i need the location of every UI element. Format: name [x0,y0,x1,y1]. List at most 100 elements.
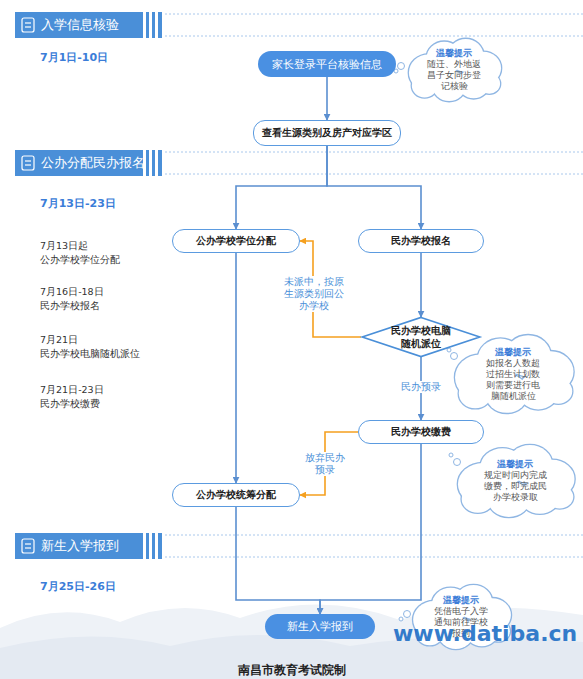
schedule-note: 7月13日起 [40,239,88,252]
section-band: 公办分配民办报名 [15,150,162,176]
document-icon-line [25,22,31,23]
node-label: 民办学校缴费 [391,425,451,439]
tip-cloud: 温馨提示如报名人数超过招生计划数则需要进行电脑随机派位 [450,334,576,414]
band-dotted-lines [165,14,583,557]
band-stripe [155,150,158,176]
document-icon-line [25,26,31,27]
flow-connector [327,146,421,229]
connector-label: 民办预录 [399,381,443,393]
document-icon-line [25,160,31,161]
document-icon-line [25,543,31,544]
section-band: 入学信息核验 [15,12,162,38]
node-label: 公办学校统筹分配 [196,488,276,502]
band-stripe [155,12,158,38]
tip-cloud: 温馨提示随迁、外地返昌子女同步登记核验 [405,38,503,102]
flow-connector [236,507,320,614]
schedule-note: 7月21日 [40,333,78,346]
process-box: 民办学校缴费 [358,420,484,444]
band-icons [22,18,34,553]
flow-connector [236,146,327,229]
tip-body: 规定时间内完成缴费，即完成民办学校录取 [482,470,548,503]
tip-bubble [449,453,453,457]
process-pill: 家长登录平台核验信息 [258,51,396,77]
schedule-note: 7月16日-18日 [40,285,104,298]
watermark: www.datiba.cn [393,627,577,640]
tip-bubble [399,617,403,621]
diamond-outline [361,317,481,357]
node-label: 入学信息核验 [41,16,119,34]
band-stripe [143,533,146,559]
tip-heading: 温馨提示 [443,595,479,606]
tip-bubble [404,611,411,618]
node-label: 公办学校学位分配 [196,234,276,248]
dotted-line [165,36,583,37]
band-stripes [143,12,158,559]
process-box: 民办学校报名 [358,229,484,253]
phase-date: 7月25日-26日 [40,580,116,593]
cloud-lobe-fill [545,379,573,404]
flow-connector [235,253,237,483]
tip-bubble [451,353,458,360]
band-stripe [155,533,158,559]
node-label: 民办学校电脑随机派位 [390,324,452,350]
connector-label: 未派中，按原生源类别回公办学校 [283,276,345,312]
node-label: 新生入学报到 [41,537,119,555]
tip-cloud: 温馨提示规定时间内完成缴费，即完成民办学校录取 [453,444,577,518]
flow-connector [300,432,358,495]
cloud-lobe-outline [545,379,573,404]
section-band: 新生入学报到 [15,533,162,559]
tip-heading: 温馨提示 [497,459,533,470]
process-pill: 新生入学报到 [265,614,375,639]
schedule-note: 民办学校缴费 [40,397,100,410]
diamond-shape [362,317,480,356]
process-box: 查看生源类别及房产对应学区 [253,120,401,146]
band-stripe [143,12,146,38]
tip-body: 如报名人数超过招生计划数则需要进行电脑随机派位 [483,358,543,402]
document-icon [22,156,34,170]
tip-bubble [454,459,461,466]
cloud-lobe-outline [479,74,501,94]
cloud-lobe-fill [479,74,501,94]
band-stripe [149,12,152,38]
node-label: 家长登录平台核验信息 [272,57,382,72]
schedule-note: 7月21日-23日 [40,383,104,396]
document-icon [22,539,34,553]
band-stripe [149,533,152,559]
dotted-line [165,535,583,536]
tip-bubble [447,348,451,352]
schedule-note: 民办学校电脑随机派位 [40,347,140,360]
connector-label: 放弃民办预录 [305,452,345,476]
dotted-line [165,152,583,153]
phase-date: 7月1日-10日 [40,51,108,64]
node-label: 新生入学报到 [287,619,353,634]
dotted-line [165,557,583,558]
cloud-lobe-fill [546,485,573,508]
document-icon-line [25,164,31,165]
flow-connector [326,77,328,120]
tip-body: 随迁、外地返昌子女同步登记核验 [425,59,483,92]
caption: 南昌市教育考试院制 [0,662,583,679]
document-icon [22,18,34,32]
tip-heading: 温馨提示 [495,347,531,358]
schedule-note: 民办学校报名 [40,299,100,312]
tip-cloud: 温馨提示凭借电子入学通知前往学校报到 [409,584,513,650]
document-icon-line [25,547,31,548]
flow-connector [420,253,422,317]
dotted-line [165,14,583,15]
phase-date: 7月13日-23日 [40,197,116,210]
band-stripe [143,150,146,176]
node-label: 查看生源类别及房产对应学区 [262,126,392,140]
process-box: 公办学校统筹分配 [172,483,300,507]
tip-heading: 温馨提示 [436,48,472,59]
node-label: 公办分配民办报名 [41,154,145,172]
schedule-note: 公办学校学位分配 [40,253,120,266]
dotted-line [165,174,583,175]
cloud-lobe-outline [546,485,573,508]
decision-diamond: 民办学校电脑随机派位 [361,317,481,357]
node-label: 民办学校报名 [391,234,451,248]
tip-bubble [398,63,405,70]
process-box: 公办学校学位分配 [172,229,300,253]
